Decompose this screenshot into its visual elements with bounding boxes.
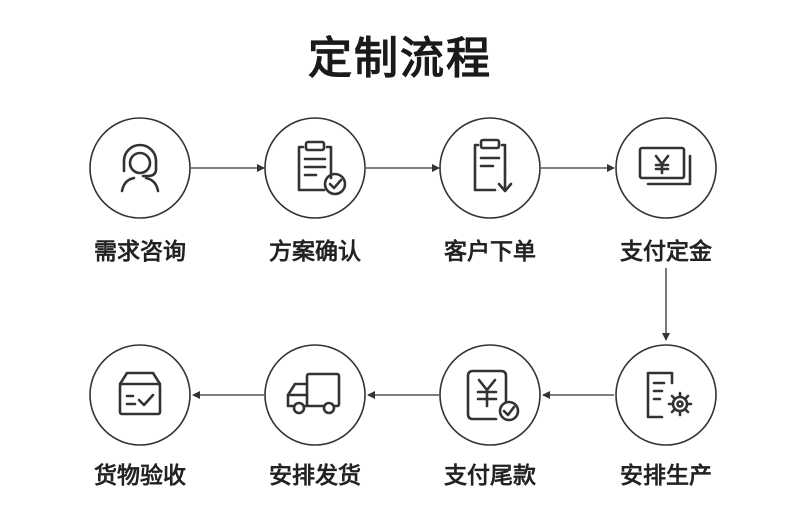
yuan-banknote-icon [638,146,692,186]
step-1-label: 需求咨询 [94,239,186,265]
step-7-label: 安排发货 [269,463,361,489]
step-7-node [264,344,366,446]
step-1-node [89,117,191,219]
step-5-label: 安排生产 [620,463,712,489]
headset-consultant-icon [120,143,160,193]
step-8-label: 货物验收 [94,463,186,489]
step-2-node [264,117,366,219]
step-4-node [615,117,717,219]
delivery-truck-icon [286,372,341,415]
step-3-label: 客户下单 [444,239,536,265]
step-5-node [615,344,717,446]
document-gear-icon [646,371,693,419]
step-3-node [439,117,541,219]
step-2-label: 方案确认 [269,239,361,265]
order-download-icon [473,138,513,193]
page-title: 定制流程 [308,33,492,84]
step-4-label: 支付定金 [620,239,712,265]
step-8-node [89,344,191,446]
clipboard-check-icon [297,140,347,196]
yuan-receipt-check-icon [466,369,520,422]
step-6-label: 支付尾款 [444,463,536,489]
box-check-icon [118,371,162,416]
step-6-node [439,344,541,446]
